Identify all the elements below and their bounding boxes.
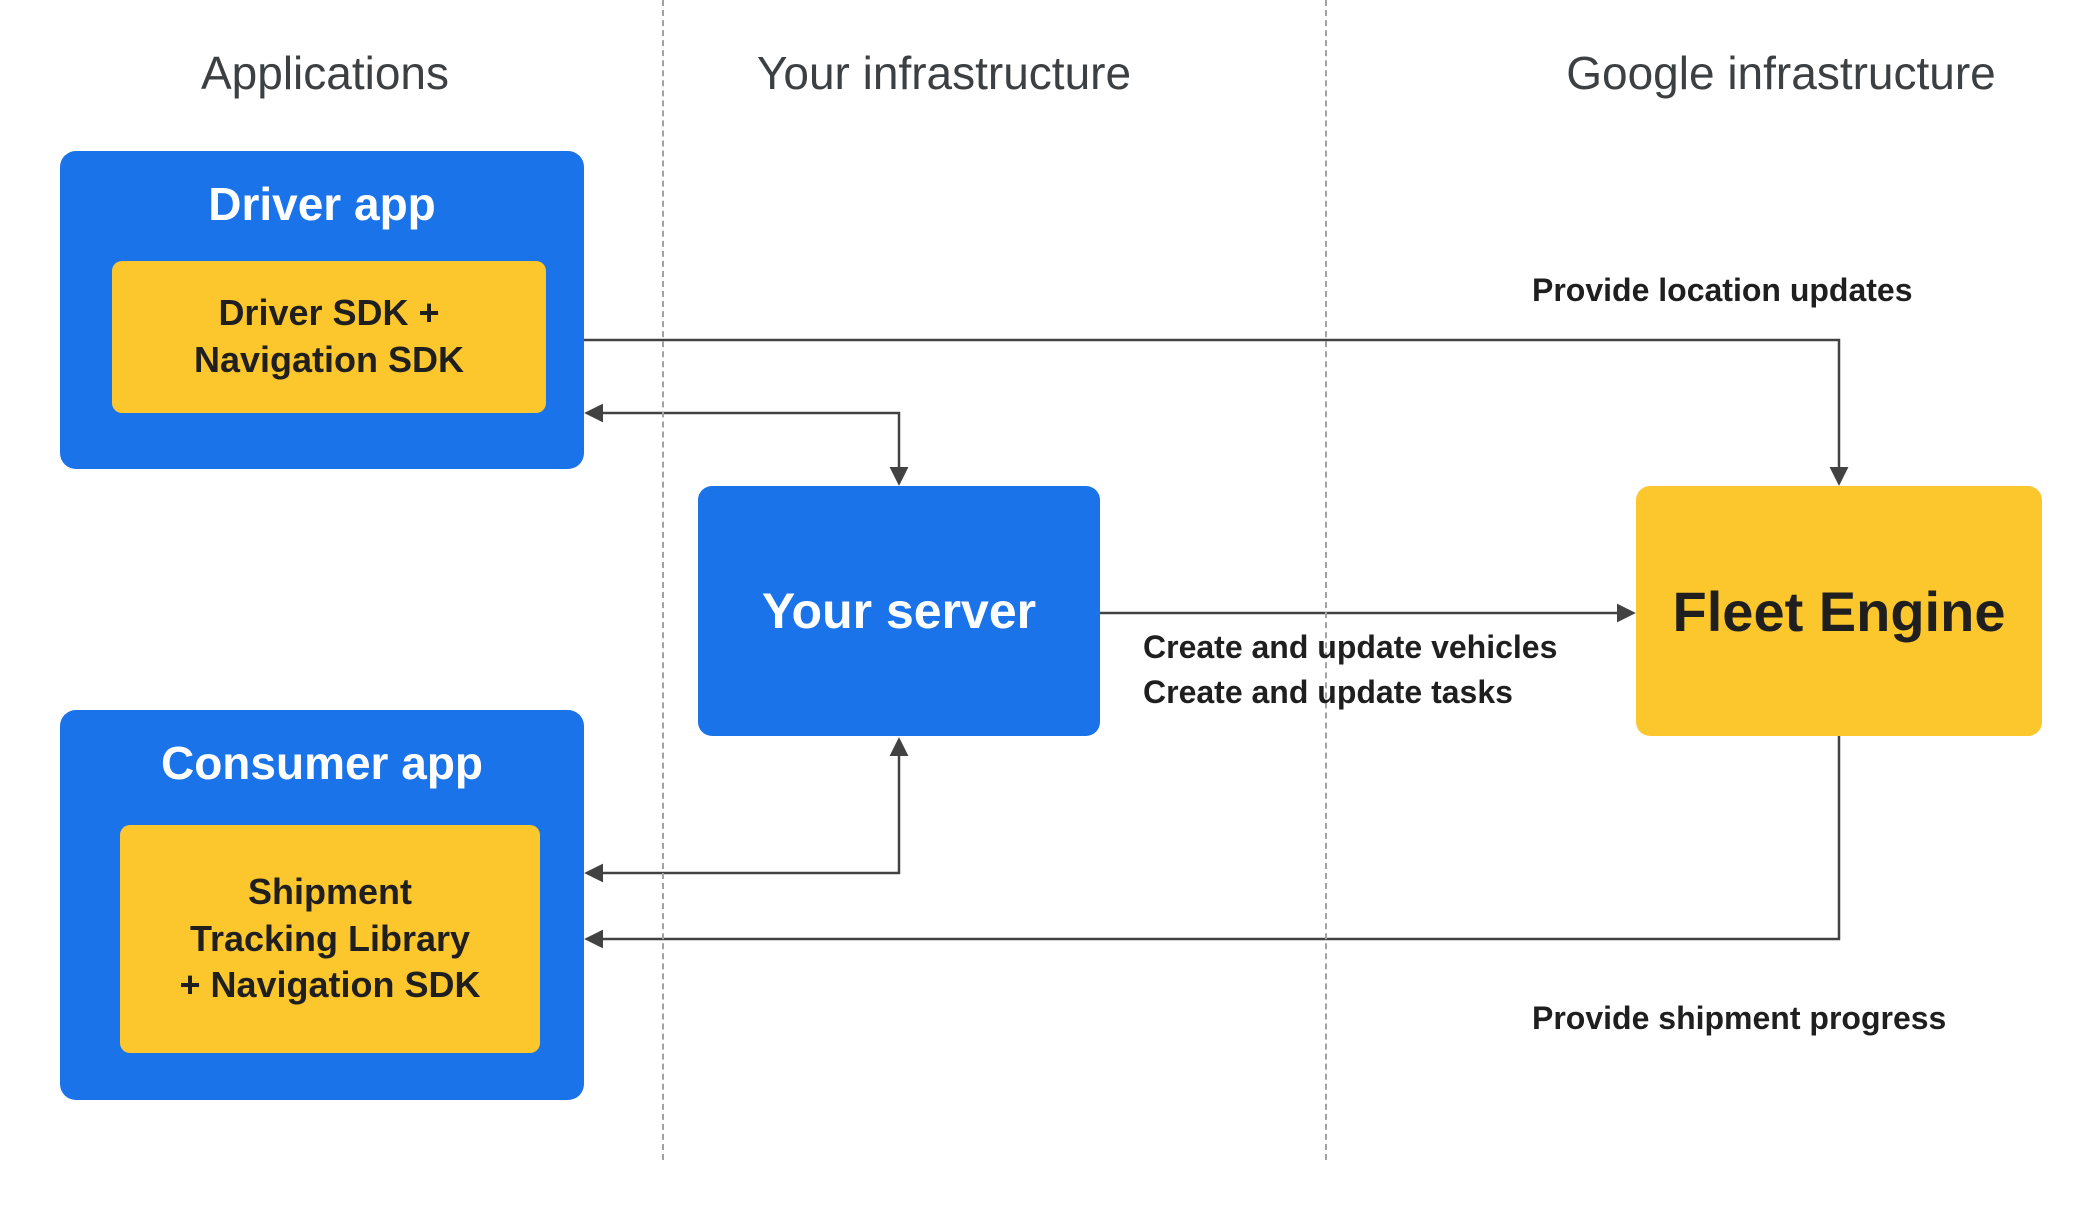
fleet-engine-node: Fleet Engine — [1636, 486, 2042, 736]
shipment-tracking-library-node: Shipment Tracking Library + Navigation S… — [120, 825, 540, 1053]
edge-label-provide-shipment-progress: Provide shipment progress — [1532, 1000, 1947, 1036]
arrow-driver-app-your-server — [584, 403, 909, 486]
column-divider-right — [1325, 0, 1327, 1160]
consumer-app-title: Consumer app — [160, 737, 484, 789]
arrow-fleet-engine-consumer-app — [584, 736, 1841, 949]
consumer-app-node: Consumer app Shipment Tracking Library +… — [60, 710, 584, 1100]
arrow-your-server-consumer-app — [584, 737, 909, 883]
edge-label-create-update-vehicles: Create and update vehicles — [1143, 629, 1558, 665]
driver-app-title: Driver app — [208, 178, 436, 230]
arrow-driver-sdk-fleet-engine — [546, 330, 1849, 486]
driver-sdk-line-1: Driver SDK + — [218, 292, 440, 334]
edge-label-provide-location-updates: Provide location updates — [1532, 272, 1913, 308]
fleet-engine-title: Fleet Engine — [1672, 579, 2006, 643]
driver-app-node: Driver app Driver SDK + Navigation SDK — [60, 151, 584, 469]
shipment-library-line-2: Tracking Library — [189, 917, 471, 959]
your-server-title: Your server — [761, 583, 1037, 639]
driver-sdk-line-2: Navigation SDK — [193, 339, 465, 380]
shipment-library-line-1: Shipment — [247, 870, 412, 912]
column-header-google-infrastructure: Google infrastructure — [1566, 47, 1996, 99]
column-header-your-infrastructure: Your infrastructure — [756, 47, 1132, 99]
column-header-applications: Applications — [200, 47, 450, 99]
your-server-node: Your server — [698, 486, 1100, 736]
column-divider-left — [662, 0, 664, 1160]
edge-label-create-update-tasks: Create and update tasks — [1143, 673, 1513, 710]
driver-sdk-node: Driver SDK + Navigation SDK — [112, 261, 546, 413]
edge-label-create-update: Create and update vehicles Create and up… — [1143, 625, 1557, 715]
shipment-library-line-3: + Navigation SDK — [179, 964, 481, 1006]
